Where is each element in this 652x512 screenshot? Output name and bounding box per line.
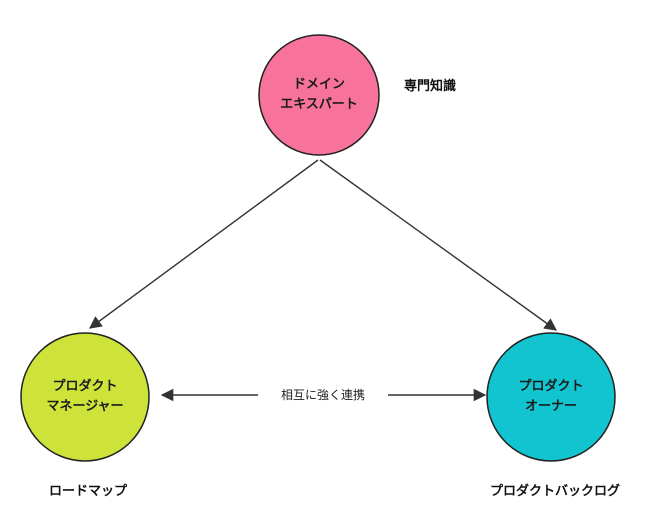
product-owner-label-line2: オーナー [525,399,577,414]
product-manager-label-line2: マネージャー [46,399,123,414]
domain-expert-label-line2: エキスパート [280,97,358,112]
edge-domain-expert-to-product-owner [319,159,558,331]
domain-expert-node [258,34,380,156]
domain-knowledge-annotation: 専門知識 [404,78,456,94]
product-manager-node [20,332,150,462]
product-backlog-annotation: プロダクトバックログ [490,483,620,499]
edge-pm-po-label: 相互に強く連携 [281,387,365,402]
product-owner-node [486,332,616,462]
roadmap-annotation: ロードマップ [49,484,128,499]
domain-expert-label-line1: ドメイン [293,77,345,92]
product-manager-label-line1: プロダクト [52,378,117,394]
edge-domain-expert-to-product-manager [88,159,319,329]
product-owner-label-line1: プロダクト [518,378,583,394]
